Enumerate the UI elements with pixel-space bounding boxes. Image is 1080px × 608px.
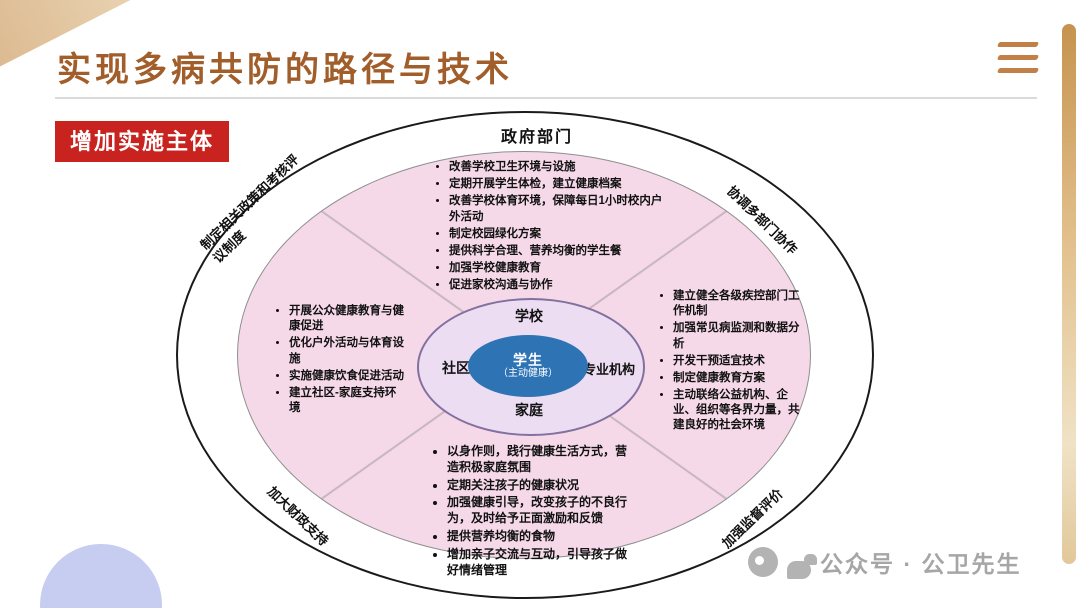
school-measures-list: 改善学校卫生环境与设施定期开展学生体检，建立健康档案改善学校体育环境，保障每日1… xyxy=(434,160,664,295)
center-label-active-health: （主动健康） xyxy=(498,368,558,380)
bullet-item: 加强常见病监测和数据分析 xyxy=(673,321,801,351)
middle-label-school: 学校 xyxy=(515,308,543,324)
bullet-item: 促进家校沟通与协作 xyxy=(449,278,664,293)
ring-label-government: 政府部门 xyxy=(500,129,573,146)
watermark-text: 公众号 · 公卫先生 xyxy=(820,551,1022,577)
hamburger-menu-icon[interactable] xyxy=(996,42,1040,81)
menu-bar-1 xyxy=(996,42,1040,47)
bullet-item: 实施健康饮食促进活动 xyxy=(289,369,407,384)
bullet-item: 开发干预适宜技术 xyxy=(673,354,801,369)
title-divider xyxy=(55,97,1037,99)
community-measures-list: 开展公众健康教育与健康促进优化户外活动与体育设施实施健康饮食促进活动建立社区-家… xyxy=(274,304,407,418)
bullet-item: 以身作则，践行健康生活方式，营造积极家庭氛围 xyxy=(447,444,637,476)
bullet-item: 开展公众健康教育与健康促进 xyxy=(289,304,407,334)
bullet-item: 建立社区-家庭支持环境 xyxy=(289,386,407,416)
watermark: 公众号 · 公卫先生 xyxy=(748,545,1021,579)
page-title: 实现多病共防的路径与技术 xyxy=(57,51,513,89)
middle-label-family: 家庭 xyxy=(515,402,543,418)
menu-bar-3 xyxy=(996,68,1040,73)
bullet-item: 定期开展学生体检，建立健康档案 xyxy=(449,177,664,192)
bullet-item: 改善学校卫生环境与设施 xyxy=(449,160,664,175)
middle-label-professional: 专业机构 xyxy=(582,362,635,377)
bullet-item: 主动联络公益机构、企业、组织等各界力量，共建良好的社会环境 xyxy=(673,388,801,434)
bullet-item: 加强学校健康教育 xyxy=(449,261,664,276)
bullet-item: 提供营养均衡的食物 xyxy=(447,529,637,545)
menu-bar-2 xyxy=(996,55,1040,60)
bullet-item: 提供科学合理、营养均衡的学生餐 xyxy=(449,244,664,259)
chat-bubbles-icon xyxy=(787,554,817,579)
bullet-item: 增加亲子交流与互动，引导孩子做好情绪管理 xyxy=(447,547,637,579)
center-label-student: 学生 xyxy=(513,351,543,368)
right-edge-accent-bar xyxy=(1062,24,1076,564)
center-student-ellipse: 学生 （主动健康） xyxy=(468,335,588,397)
bottom-left-circle-decoration xyxy=(40,544,162,608)
wechat-account-logo-icon xyxy=(748,547,778,577)
bullet-item: 优化户外活动与体育设施 xyxy=(289,336,407,366)
family-measures-list: 以身作则，践行健康生活方式，营造积极家庭氛围定期关注孩子的健康状况加强健康引导，… xyxy=(432,444,637,581)
professional-measures-list: 建立健全各级疾控部门工作机制加强常见病监测和数据分析开发干预适宜技术制定健康教育… xyxy=(658,289,801,436)
section-badge: 增加实施主体 xyxy=(55,121,230,162)
middle-label-community: 社区 xyxy=(442,360,470,376)
bullet-item: 改善学校体育环境，保障每日1小时校内户外活动 xyxy=(449,194,664,224)
bullet-item: 加强健康引导，改变孩子的不良行为，及时给予正面激励和反馈 xyxy=(447,495,637,527)
bullet-item: 定期关注孩子的健康状况 xyxy=(447,478,637,494)
bullet-item: 制定校园绿化方案 xyxy=(449,227,664,242)
bullet-item: 制定健康教育方案 xyxy=(673,371,801,386)
bullet-item: 建立健全各级疾控部门工作机制 xyxy=(673,289,801,319)
